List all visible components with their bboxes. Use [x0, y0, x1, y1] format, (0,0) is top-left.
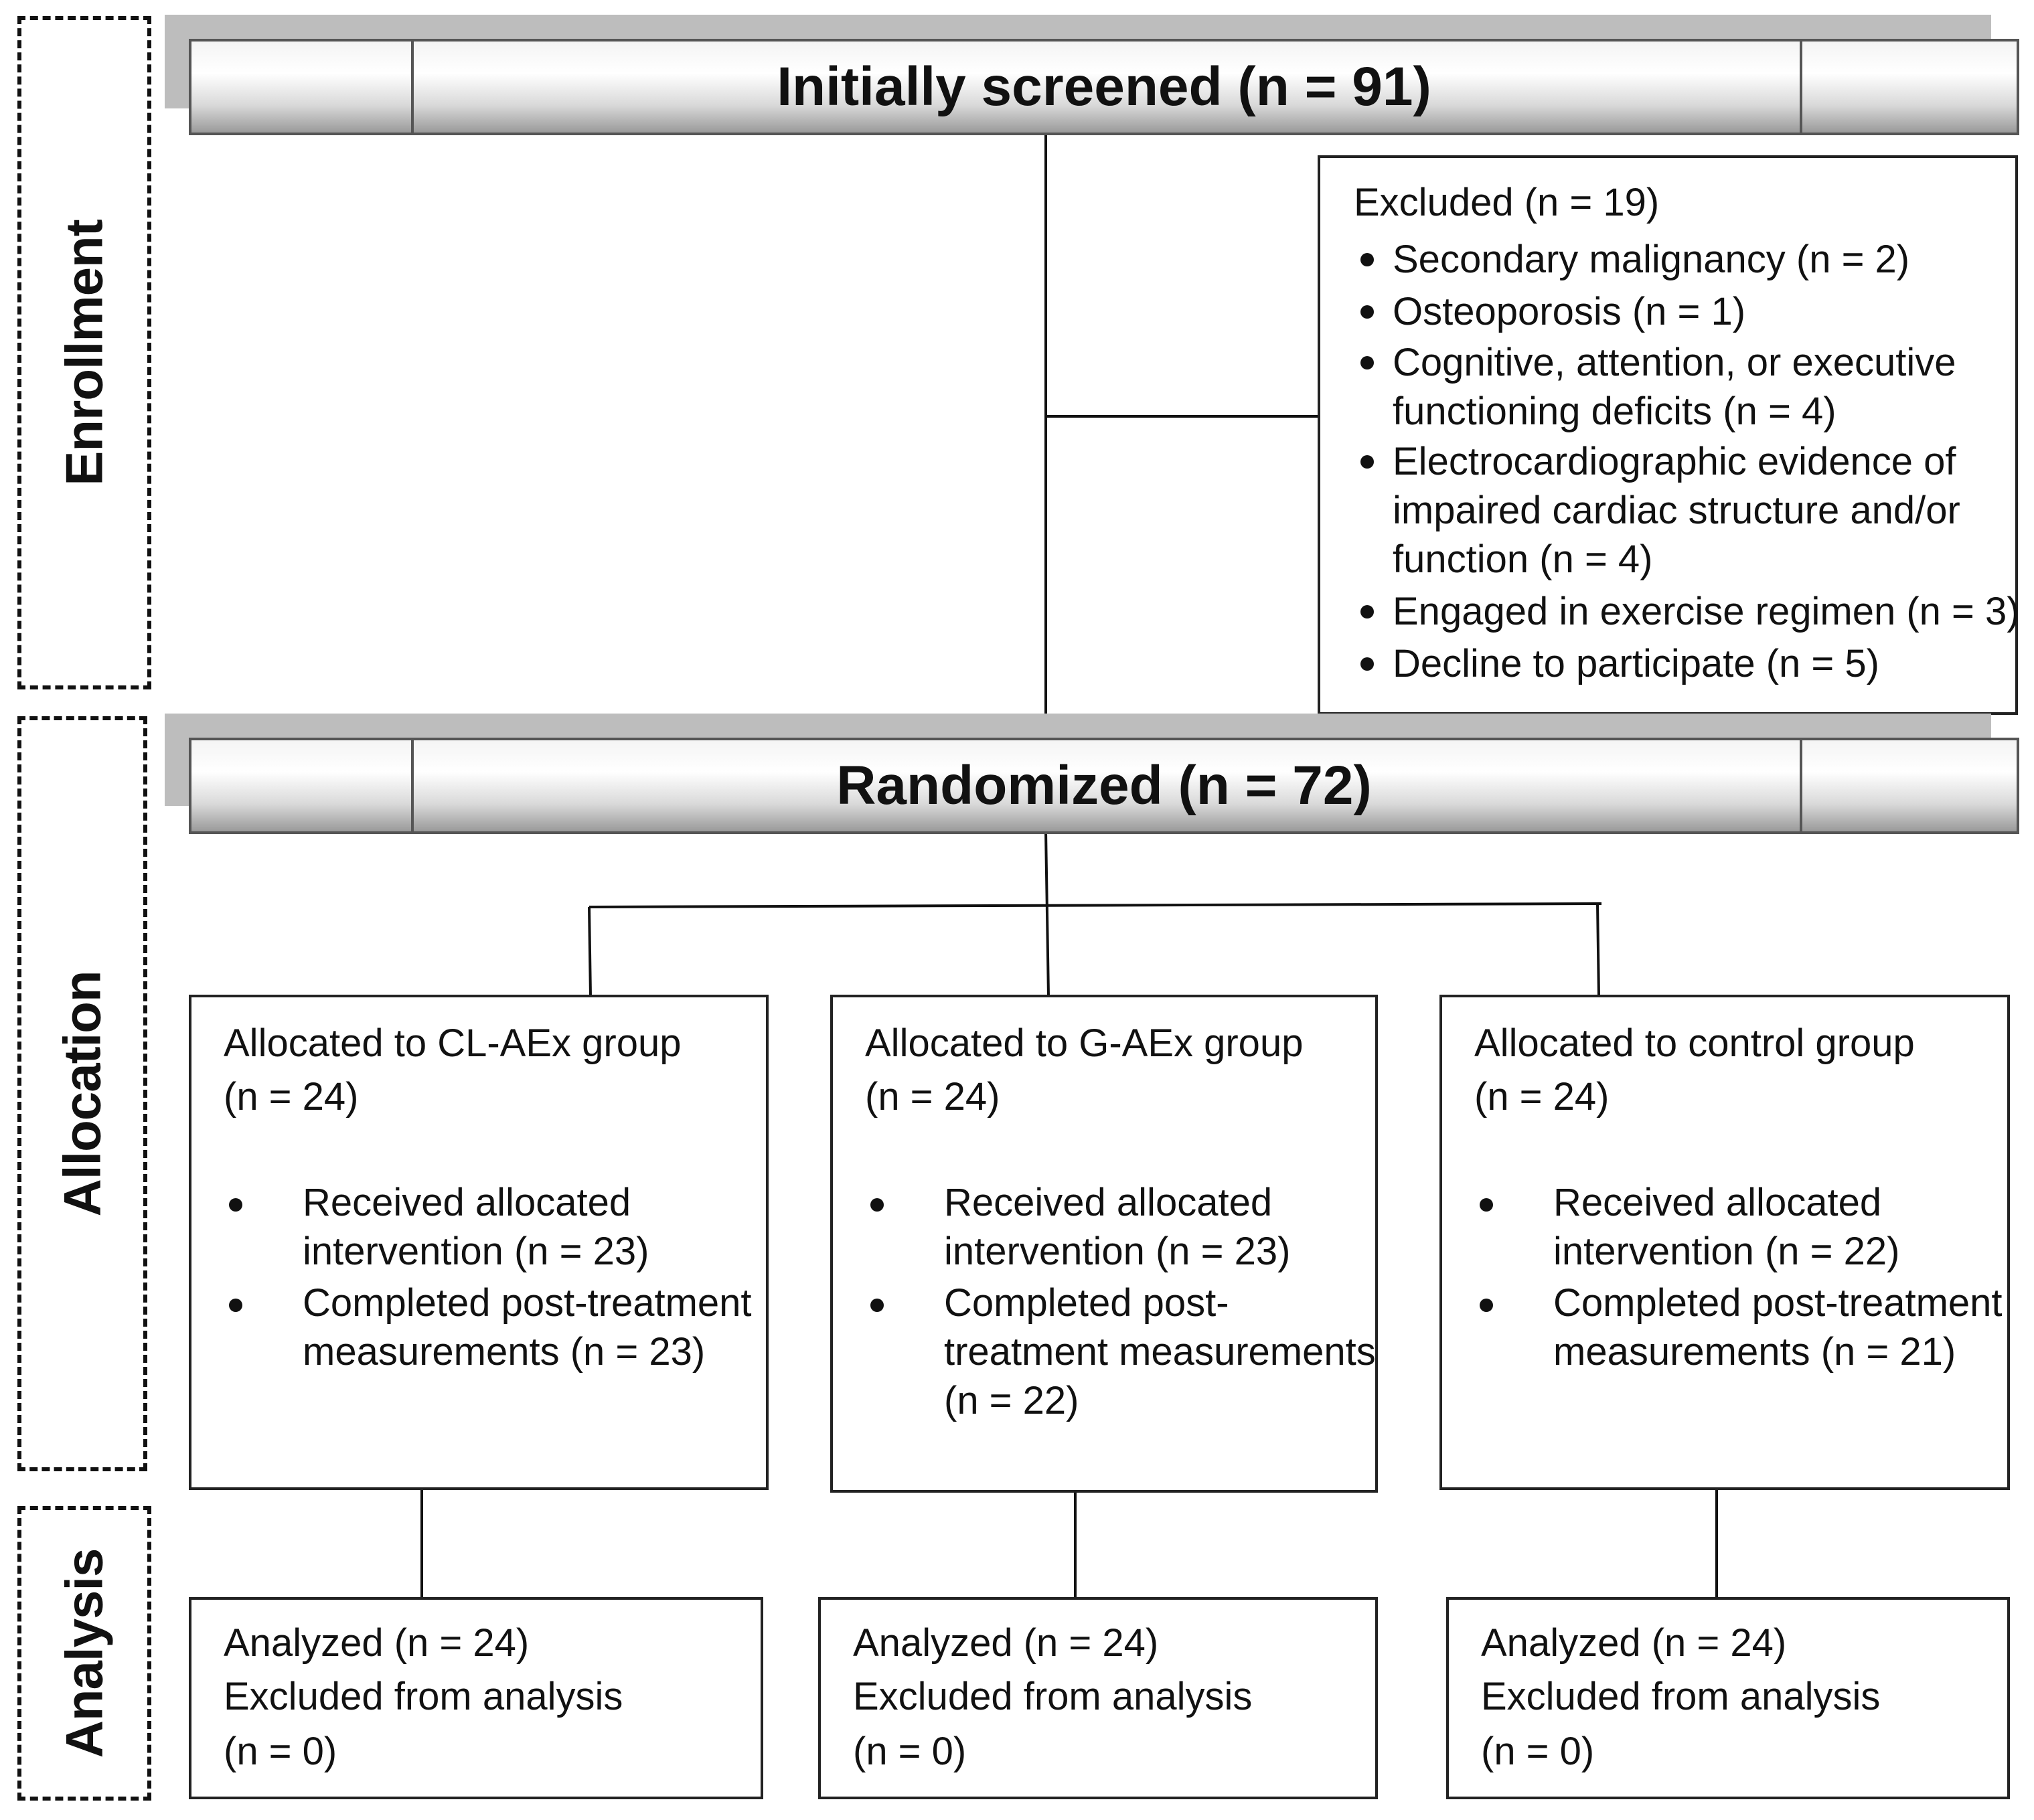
- analysis-box-control: Analyzed (n = 24) Excluded from analysis…: [1446, 1597, 2010, 1799]
- bullet: [1480, 1198, 1493, 1212]
- allocation-box-control: Allocated to control group (n = 24) Rece…: [1439, 995, 2010, 1490]
- stage-analysis-label: Analysis: [54, 1548, 114, 1758]
- excluded-item: Secondary malignancy (n = 2): [1393, 238, 1910, 281]
- allocation-line: Received allocated: [1553, 1181, 1882, 1224]
- excluded-item: Decline to participate (n = 5): [1393, 642, 1879, 685]
- screened-title: Initially screened (n = 91): [777, 56, 1431, 117]
- excluded-from-analysis-n: (n = 0): [1481, 1730, 1595, 1773]
- stage-enrollment: Enrollment: [17, 16, 151, 689]
- excluded-from-analysis-n: (n = 0): [224, 1730, 337, 1773]
- bullet: [870, 1198, 884, 1212]
- bullet: [1360, 455, 1374, 469]
- allocation-box-g-aex: Allocated to G-AEx group (n = 24) Receiv…: [830, 995, 1378, 1493]
- allocation-line: Completed post-treatment: [1553, 1281, 2003, 1325]
- bullet: [1360, 253, 1374, 266]
- allocation-line: measurements (n = 21): [1553, 1330, 1956, 1374]
- analysis-box-g-aex: Analyzed (n = 24) Excluded from analysis…: [818, 1597, 1378, 1799]
- allocation-n: (n = 24): [1474, 1075, 1610, 1119]
- analyzed-count: Analyzed (n = 24): [1481, 1621, 1787, 1665]
- randomized-banner: Randomized (n = 72): [189, 738, 2019, 834]
- stage-allocation-label: Allocation: [52, 971, 112, 1217]
- allocation-title: Allocated to control group: [1474, 1021, 1915, 1065]
- allocation-line: Completed post-treatment: [303, 1281, 752, 1325]
- excluded-item-cont: functioning deficits (n = 4): [1393, 390, 1836, 433]
- excluded-item-cont: function (n = 4): [1393, 537, 1653, 581]
- analyzed-count: Analyzed (n = 24): [853, 1621, 1159, 1665]
- allocation-line: (n = 22): [944, 1379, 1079, 1422]
- allocation-line: Received allocated: [944, 1181, 1273, 1224]
- bullet: [1360, 305, 1374, 319]
- allocation-line: intervention (n = 23): [944, 1230, 1291, 1273]
- stage-analysis: Analysis: [17, 1506, 151, 1801]
- excluded-item: Cognitive, attention, or executive: [1393, 341, 1956, 384]
- excluded-from-analysis: Excluded from analysis: [224, 1675, 623, 1718]
- excluded-title: Excluded (n = 19): [1354, 181, 1660, 224]
- stage-enrollment-label: Enrollment: [54, 220, 114, 486]
- bullet: [1360, 356, 1374, 369]
- excluded-item: Engaged in exercise regimen (n = 3): [1393, 590, 2020, 633]
- allocation-line: Received allocated: [303, 1181, 631, 1224]
- analyzed-count: Analyzed (n = 24): [224, 1621, 530, 1665]
- allocation-line: treatment measurements: [944, 1330, 1376, 1374]
- bullet: [1360, 605, 1374, 618]
- allocation-title: Allocated to G-AEx group: [865, 1021, 1304, 1065]
- excluded-from-analysis: Excluded from analysis: [853, 1675, 1253, 1718]
- allocation-n: (n = 24): [865, 1075, 1000, 1119]
- allocation-line: Completed post-: [944, 1281, 1229, 1325]
- allocation-n: (n = 24): [224, 1075, 359, 1119]
- stage-allocation: Allocation: [17, 716, 147, 1471]
- bullet: [1480, 1299, 1493, 1312]
- analysis-box-cl-aex: Analyzed (n = 24) Excluded from analysis…: [189, 1597, 763, 1799]
- excluded-item: Osteoporosis (n = 1): [1393, 290, 1746, 333]
- excluded-from-analysis: Excluded from analysis: [1481, 1675, 1881, 1718]
- excluded-item: Electrocardiographic evidence of: [1393, 440, 1956, 483]
- allocation-line: intervention (n = 22): [1553, 1230, 1900, 1273]
- allocation-box-cl-aex: Allocated to CL-AEx group (n = 24) Recei…: [189, 995, 769, 1490]
- excluded-from-analysis-n: (n = 0): [853, 1730, 967, 1773]
- screened-banner: Initially screened (n = 91): [189, 39, 2019, 135]
- bullet: [1360, 657, 1374, 671]
- allocation-title: Allocated to CL-AEx group: [224, 1021, 682, 1065]
- bullet: [870, 1299, 884, 1312]
- excluded-item-cont: impaired cardiac structure and/or: [1393, 489, 1960, 532]
- randomized-title: Randomized (n = 72): [836, 755, 1372, 816]
- allocation-line: intervention (n = 23): [303, 1230, 649, 1273]
- bullet: [229, 1299, 242, 1312]
- bullet: [229, 1198, 242, 1212]
- allocation-line: measurements (n = 23): [303, 1330, 706, 1374]
- excluded-box: Excluded (n = 19) Secondary malignancy (…: [1318, 155, 2020, 715]
